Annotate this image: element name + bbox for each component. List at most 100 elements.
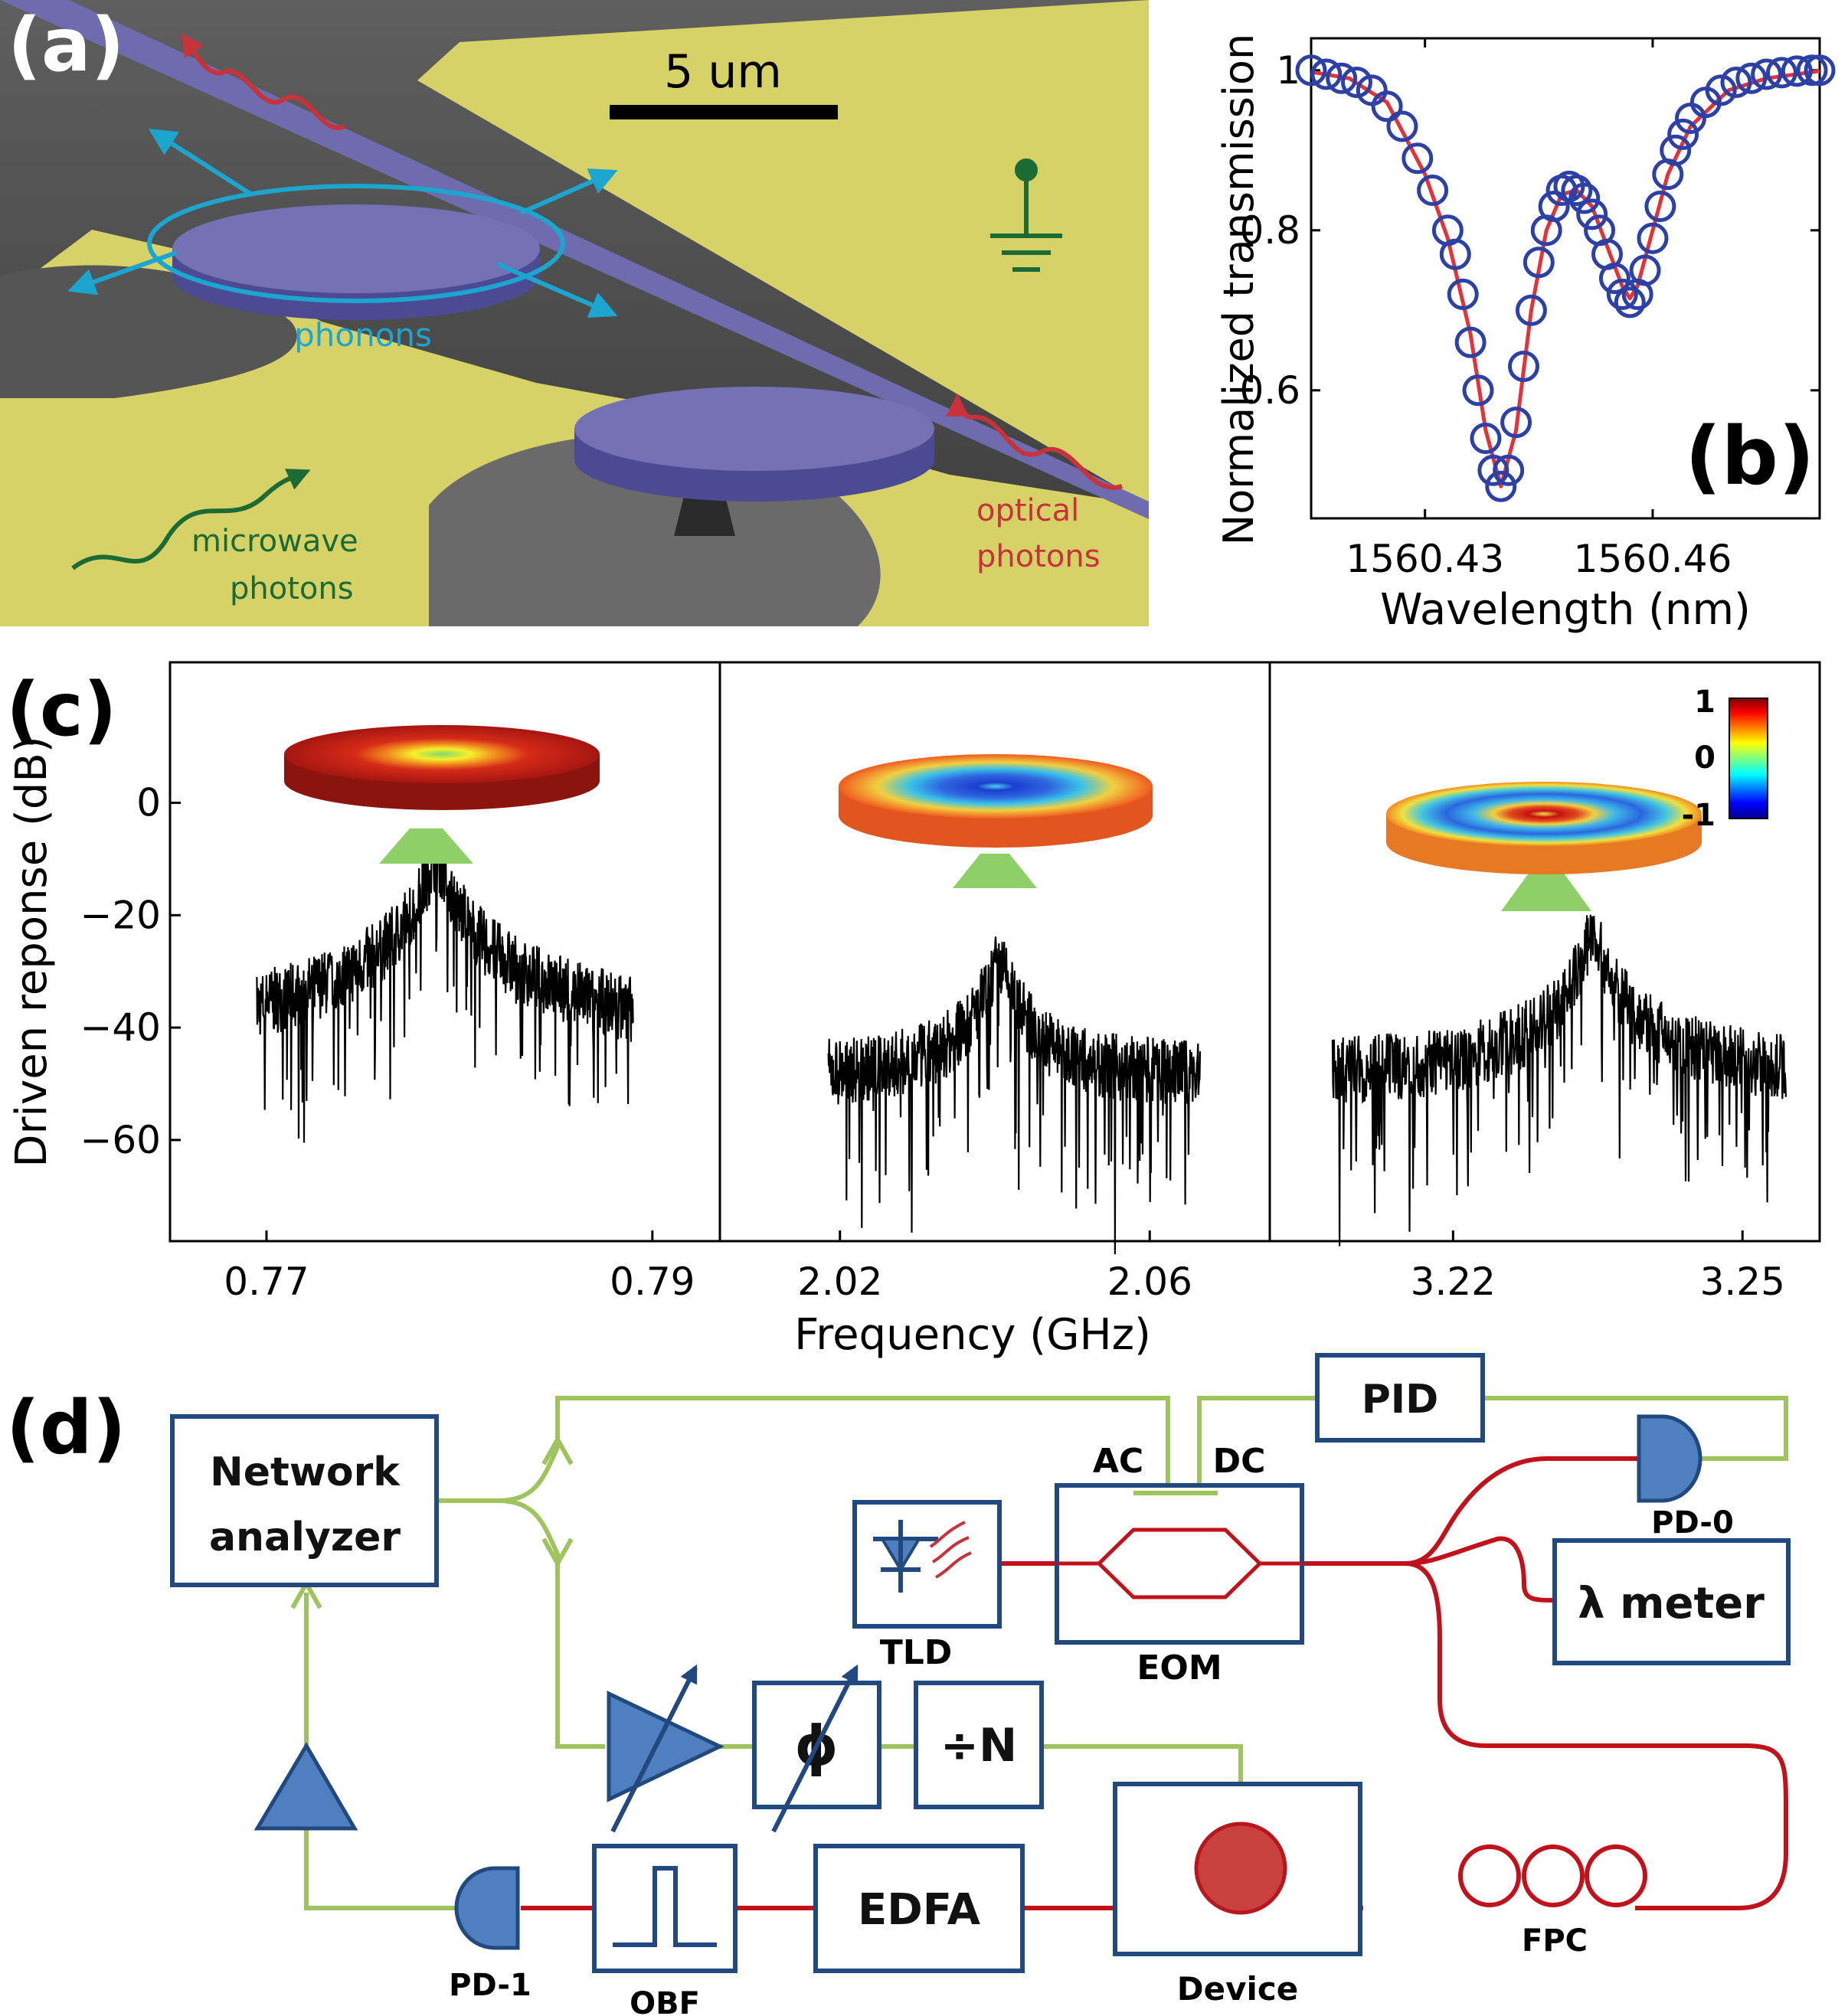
data-point [1447,278,1479,310]
panel-label: (c) [6,667,117,753]
optical-label-line2: photons [976,539,1101,574]
data-point [1386,110,1418,142]
data-point [1667,118,1699,150]
y-tick-label: −20 [80,893,161,937]
data-point [1705,74,1737,106]
data-point [1735,62,1768,94]
mach-zehnder-icon [1057,1528,1302,1599]
data-point [1765,57,1797,89]
data-point [1561,175,1593,207]
divider-box [914,1681,1044,1809]
panel-label: (b) [1685,410,1815,503]
x-axis-label: Wavelength (nm) [1380,585,1751,635]
mode-shape-inset [1386,782,1702,911]
microwave-label-line1: microwave [191,524,358,559]
tuning-arrow-icon [610,1664,698,1833]
x-tick-label: 1560.46 [1574,537,1732,581]
lambda-meter-label: λ meter [1578,1579,1765,1629]
x-tick-label: 2.06 [1107,1260,1192,1304]
data-point [1462,374,1494,407]
data-point [1454,326,1487,358]
x-tick-label: 0.77 [224,1260,309,1304]
fpc-label: FPC [1522,1923,1588,1959]
data-point [1402,142,1434,175]
phonon-arrow-icon [67,250,178,296]
data-point [1507,350,1539,382]
scale-bar-label: 5 um [664,45,782,99]
phonon-arrow-icon [519,168,618,215]
y-tick-label: −40 [80,1005,161,1050]
lambda-meter-box [1552,1538,1791,1665]
polarization-controller-icon [1458,1844,1647,1907]
variable-amplifier-icon [607,1691,724,1802]
microdisk-resonator [574,387,934,536]
x-tick-label: 3.25 [1700,1260,1785,1304]
colorbar: 1 0 -1 [1682,685,1768,833]
data-point [1500,407,1532,439]
setup-schematic: (d) [6,1353,1791,2016]
colorbar-tick: -1 [1682,798,1716,833]
phonon-arrow-icon [496,262,618,319]
data-point [1660,134,1692,166]
data-point [1493,454,1525,486]
microwave-arrow-icon [71,469,311,570]
data-point [1629,254,1661,286]
fit-line [1310,69,1820,488]
data-point [1796,54,1828,87]
x-tick-label: 3.22 [1411,1260,1496,1304]
x-tick-label: 1560.43 [1346,537,1504,581]
data-point [1326,62,1358,94]
data-point [1720,66,1752,98]
data-point [1606,278,1638,310]
y-tick-label: 0.8 [1239,208,1300,253]
edfa-label: EDFA [858,1885,981,1935]
microwave-label-line2: photons [230,571,354,606]
data-point [1371,90,1403,123]
photodetector-icon [1637,1414,1702,1503]
edfa-box [813,1844,1025,1973]
device-label: Device [1177,1970,1299,2008]
dc-label: DC [1213,1442,1266,1481]
data-point [1310,58,1343,90]
data-point [1538,190,1570,222]
device-resonator-icon [1194,1822,1287,1915]
y-tick-label: −60 [80,1118,161,1162]
optical-label-line1: optical [976,493,1079,528]
data-point [1576,198,1608,230]
tuning-arrow-icon [771,1664,859,1833]
panel-label: (d) [6,1385,126,1471]
pd1-label: PD-1 [449,1968,532,2003]
pid-label: PID [1362,1377,1439,1423]
data-point [1477,454,1509,486]
panel-label: (a) [8,2,125,88]
y-tick-label: 0.6 [1239,368,1300,413]
eom-label: EOM [1137,1648,1222,1688]
plot-frame [168,661,1821,1243]
phonon-arrow-icon [148,129,254,198]
x-tick-label: 0.79 [610,1260,695,1304]
laser-diode-icon [873,1520,972,1593]
obf-box [592,1844,738,1973]
pid-box [1315,1353,1485,1443]
data-point [1614,286,1646,319]
phonon-ring [147,184,565,303]
tld-box [852,1500,1002,1629]
x-tick-label: 2.02 [797,1260,882,1304]
data-point [1804,54,1836,87]
data-point [1781,55,1813,87]
colorbar-tick: 0 [1694,740,1716,776]
colorbar-tick: 1 [1694,685,1716,720]
arrow-up-icon [541,1434,574,1465]
optical-arrow-icon [946,394,1123,490]
photodetector-icon [454,1866,520,1950]
data-point [1751,58,1783,90]
y-tick-label: 0 [136,780,161,825]
data-point [1637,222,1669,254]
obf-label: OBF [630,1986,700,2016]
x-axis-label: Frequency (GHz) [794,1310,1151,1360]
mode-shape-inset [284,725,600,864]
network-analyzer-label: analyzer [209,1514,401,1560]
rf-wiring [304,1396,1788,1910]
sem-micrograph: 5 um phonons microwave pho [0,0,1149,626]
